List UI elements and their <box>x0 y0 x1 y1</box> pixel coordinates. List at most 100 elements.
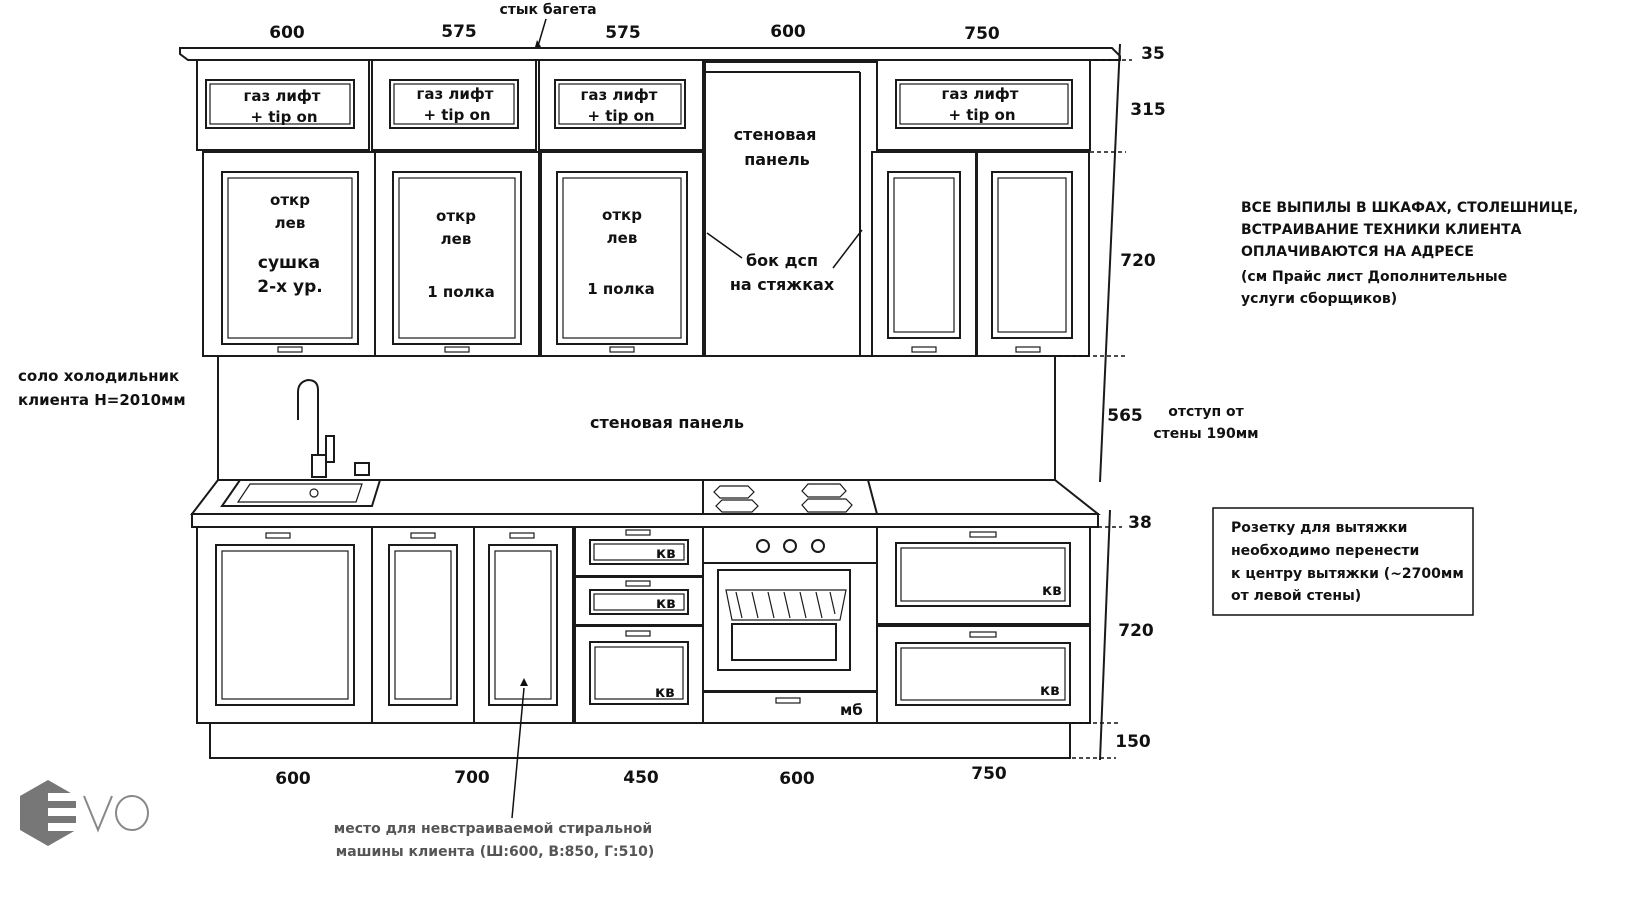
right-dimension-line-part: 720 <box>1118 621 1154 641</box>
base-cabinets-part <box>589 641 689 705</box>
upper-door-cabinets-part <box>227 177 353 339</box>
top-width: 600 <box>269 23 305 43</box>
upper-flap-cabinets-part: газ лифт <box>417 85 494 103</box>
cutouts-note-part: ВСЕ ВЫПИЛЫ В ШКАФАХ, СТОЛЕШНИЦЕ, <box>1241 200 1578 216</box>
upper-flap-cabinets-part <box>538 59 704 151</box>
socket-note-box-part: к центру вытяжки (~2700мм <box>1231 566 1464 582</box>
evo-logo-part <box>83 795 113 833</box>
sink-icon-part <box>354 462 370 476</box>
right-dimension-line-part: 35 <box>1141 44 1165 64</box>
upper-flap-cabinets-part: + tip on <box>250 108 317 126</box>
base-cabinets-part <box>593 543 685 561</box>
bottom-width-labels-part: 450 <box>623 768 659 788</box>
base-cabinets-part <box>783 539 797 553</box>
upper-door-cabinets-part: откр <box>602 206 642 224</box>
plinth <box>209 722 1071 759</box>
evo-logo-part <box>48 823 82 831</box>
right-dimension-line-part: 720 <box>1120 251 1156 271</box>
base-cabinets-part <box>731 623 837 661</box>
base-cabinets-part <box>811 539 825 553</box>
upper-door-cabinets-part: лев <box>275 214 306 232</box>
base-cabinets-part <box>702 526 878 564</box>
upper-wall-panel: стеновая панель бок дсп на стяжках <box>704 61 878 357</box>
base-cabinets: кв кв кв мб кв кв <box>196 526 1091 724</box>
upper-wall-panel-part: панель <box>744 150 810 169</box>
sink-icon <box>220 378 382 507</box>
right-dimension-line: 35 315 720 565 38 720 150 <box>1058 43 1166 761</box>
base-cabinets-part <box>717 569 851 671</box>
socket-note-box-part: необходимо перенести <box>1231 543 1419 559</box>
countertop-part <box>191 513 1099 528</box>
upper-flap-cabinets-part: газ лифт <box>244 87 321 105</box>
base-cabinets-part <box>725 589 847 621</box>
base-cabinets-part <box>702 691 878 724</box>
cooktop-icon-part <box>715 499 759 513</box>
upper-flap-cabinets-part <box>876 59 1091 151</box>
cooktop-icon <box>702 479 879 515</box>
arrow-head-icon <box>535 40 541 47</box>
upper-flap-cabinets-part: + tip on <box>948 106 1015 124</box>
upper-flap-cabinets: газ лифт+ tip on газ лифт+ tip on газ ли… <box>196 59 1091 151</box>
base-cabinets-part <box>969 531 997 538</box>
upper-flap-cabinets-part <box>895 79 1073 129</box>
upper-door-cabinets-part: 2-х ур. <box>257 277 322 297</box>
upper-door-cabinets-part <box>556 171 688 345</box>
socket-note-box-part: Розетку для вытяжки <box>1231 520 1407 536</box>
upper-flap-cabinets-part <box>558 83 682 125</box>
washer-note: место для невстраиваемой стиральной маши… <box>334 821 654 860</box>
base-cabinets-part <box>215 544 355 706</box>
cutouts-note-part: (см Прайс лист Дополнительные <box>1241 269 1507 285</box>
upper-door-cabinets-part <box>374 151 540 357</box>
base-cabinets-part: кв <box>655 683 675 701</box>
cutouts-note: ВСЕ ВЫПИЛЫ В ШКАФАХ, СТОЛЕШНИЦЕ, ВСТРАИВ… <box>1241 200 1578 307</box>
base-cabinets-part <box>895 542 1071 607</box>
cooktop-icon-part <box>801 483 847 498</box>
top-width: 750 <box>964 24 1000 44</box>
upper-flap-cabinets-part <box>196 59 370 151</box>
cutouts-note-part: ВСТРАИВАНИЕ ТЕХНИКИ КЛИЕНТА <box>1241 222 1522 238</box>
base-cabinets-part <box>371 526 475 724</box>
upper-door-cabinets-part <box>991 171 1073 339</box>
bottom-width-labels-part: 600 <box>275 769 311 789</box>
baguette-joint-arrow <box>537 18 547 47</box>
upper-flap-cabinets-part <box>209 83 351 125</box>
upper-flap-cabinets-part <box>393 83 515 125</box>
sink-icon-part <box>220 479 382 507</box>
upper-door-cabinets-part <box>277 346 303 353</box>
upper-door-cabinets-part <box>609 346 635 353</box>
backsplash-wall-panel: стеновая панель <box>217 356 1056 480</box>
base-cabinets-part <box>221 550 349 700</box>
upper-flap-cabinets-part <box>899 83 1069 125</box>
upper-door-cabinets-part: лев <box>607 229 638 247</box>
upper-flap-cabinets-part: + tip on <box>587 107 654 125</box>
sink-icon-part <box>325 435 335 463</box>
upper-door-cabinets-part <box>562 177 682 339</box>
base-cabinets-part <box>735 591 836 619</box>
upper-door-cabinets-part <box>540 151 704 357</box>
upper-door-cabinets-part: 1 полка <box>427 283 495 301</box>
socket-note-box-part <box>1212 507 1474 616</box>
evo-logo-part <box>48 793 82 801</box>
upper-door-cabinets-part: откр <box>270 191 310 209</box>
base-cabinets-part: кв <box>656 594 676 612</box>
base-cabinets-part: кв <box>656 544 676 562</box>
side-panel-label: бок дсп <box>746 251 818 270</box>
cooktop-icon-part <box>713 485 755 499</box>
base-cabinets-part <box>625 580 651 587</box>
base-cabinets-part: кв <box>1042 581 1062 599</box>
upper-door-cabinets-part <box>871 151 977 357</box>
washer-pointer-line <box>511 687 525 819</box>
wall-panel-label: стеновая панель <box>590 413 744 432</box>
upper-flap-cabinets-part <box>205 79 355 129</box>
base-cabinets-part <box>410 532 436 539</box>
base-cabinets-part <box>900 547 1066 602</box>
upper-door-cabinets-part <box>893 177 955 333</box>
bottom-width-labels-part: 600 <box>779 769 815 789</box>
base-cabinets-part <box>589 589 689 615</box>
cutouts-note-part: услуги сборщиков) <box>1241 291 1397 307</box>
base-cabinets-part <box>876 526 1091 625</box>
base-cabinets-part <box>196 526 373 724</box>
kitchen-elevation-drawing-part: стены 190мм <box>1153 426 1258 442</box>
